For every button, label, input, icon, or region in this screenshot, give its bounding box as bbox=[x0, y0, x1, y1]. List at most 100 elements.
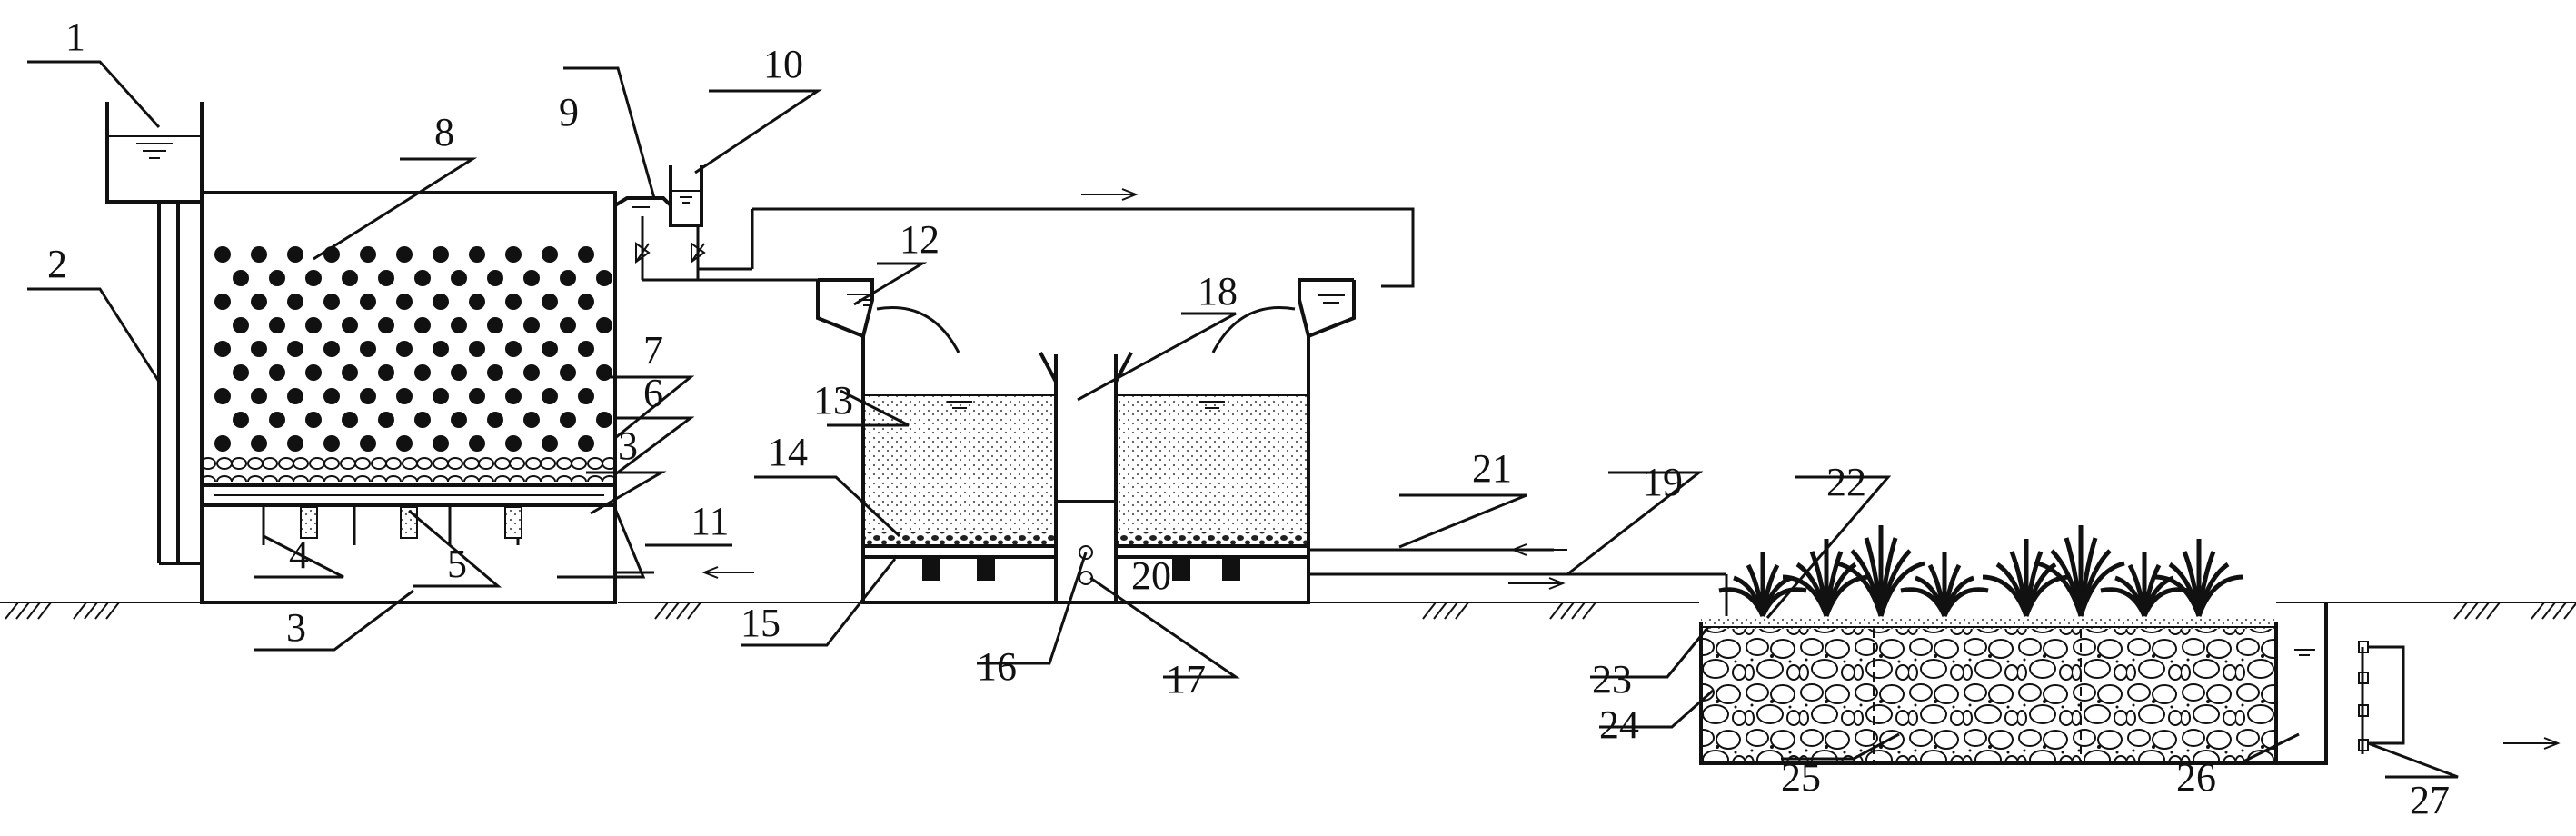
media-ball bbox=[433, 388, 449, 404]
return-pipe bbox=[752, 188, 1415, 288]
media-ball bbox=[560, 412, 576, 428]
media-ball bbox=[433, 341, 449, 357]
media-ball bbox=[596, 412, 612, 428]
media-ball bbox=[305, 270, 322, 286]
media-ball bbox=[487, 270, 503, 286]
label-16: 16 bbox=[977, 644, 1017, 689]
label-2: 2 bbox=[47, 242, 67, 286]
media-ball bbox=[360, 341, 376, 357]
media-ball bbox=[269, 412, 285, 428]
media-ball bbox=[378, 270, 394, 286]
media-ball bbox=[396, 341, 413, 357]
media-ball bbox=[487, 412, 503, 428]
plant bbox=[2154, 538, 2243, 617]
label-11: 11 bbox=[691, 499, 729, 543]
plant bbox=[1900, 552, 1989, 618]
wetland-bed bbox=[1699, 616, 2278, 765]
media-ball bbox=[396, 294, 413, 310]
feed-pipe bbox=[157, 202, 202, 565]
media-ball bbox=[287, 294, 303, 310]
media-ball bbox=[560, 317, 576, 333]
media-ball bbox=[342, 412, 358, 428]
media-ball bbox=[396, 388, 413, 404]
media-ball bbox=[414, 317, 431, 333]
media-ball bbox=[342, 364, 358, 381]
media-ball bbox=[578, 435, 594, 452]
media-ball bbox=[505, 246, 522, 263]
media-ball bbox=[560, 364, 576, 381]
media-ball bbox=[323, 435, 340, 452]
media-ball bbox=[542, 246, 558, 263]
media-ball bbox=[396, 435, 413, 452]
media-ball bbox=[451, 317, 467, 333]
label-12: 12 bbox=[900, 217, 940, 262]
label-10: 10 bbox=[763, 42, 803, 86]
nozzle-cap bbox=[977, 557, 995, 581]
media-ball bbox=[233, 412, 249, 428]
media-ball bbox=[578, 388, 594, 404]
leader-lines bbox=[27, 60, 2459, 779]
label-27: 27 bbox=[2410, 778, 2450, 822]
media-ball bbox=[451, 364, 467, 381]
label-15: 15 bbox=[741, 601, 781, 645]
media-ball bbox=[578, 341, 594, 357]
media-ball bbox=[596, 364, 612, 381]
media-ball bbox=[396, 246, 413, 263]
media-ball bbox=[305, 364, 322, 381]
media-ball bbox=[487, 364, 503, 381]
media-ball bbox=[414, 270, 431, 286]
media-ball bbox=[251, 435, 267, 452]
media-ball bbox=[342, 317, 358, 333]
nozzle-cap bbox=[504, 506, 522, 539]
media-ball bbox=[451, 270, 467, 286]
media-ball bbox=[378, 317, 394, 333]
gravel-layer bbox=[204, 456, 613, 482]
media-ball bbox=[342, 270, 358, 286]
media-ball bbox=[523, 270, 540, 286]
plant bbox=[1836, 525, 1925, 617]
component-labels: 1 2 8 9 10 7 6 3 4 5 11 3 12 13 14 15 16… bbox=[47, 15, 2450, 822]
media-ball bbox=[578, 294, 594, 310]
nozzle-cap bbox=[1172, 557, 1190, 581]
media-ball bbox=[542, 435, 558, 452]
filter-media bbox=[214, 246, 612, 452]
inlet-pipe bbox=[615, 566, 754, 579]
label-4: 4 bbox=[289, 532, 309, 577]
media-ball bbox=[378, 412, 394, 428]
nozzle-cap bbox=[300, 506, 318, 539]
label-17: 17 bbox=[1166, 657, 1206, 702]
media-ball bbox=[505, 341, 522, 357]
media-ball bbox=[578, 246, 594, 263]
label-8: 8 bbox=[434, 110, 454, 154]
wetland-plants bbox=[1718, 525, 2243, 618]
media-ball bbox=[233, 364, 249, 381]
media-ball bbox=[214, 341, 231, 357]
media-ball bbox=[414, 364, 431, 381]
media-ball bbox=[451, 412, 467, 428]
media-ball bbox=[214, 294, 231, 310]
media-ball bbox=[469, 341, 485, 357]
media-ball bbox=[251, 246, 267, 263]
media-ball bbox=[233, 270, 249, 286]
media-ball bbox=[360, 435, 376, 452]
media-ball bbox=[542, 388, 558, 404]
media-ball bbox=[269, 317, 285, 333]
label-21: 21 bbox=[1472, 446, 1512, 491]
settling-nozzles bbox=[922, 557, 1240, 581]
dosing-tank bbox=[613, 165, 818, 282]
media-ball bbox=[287, 435, 303, 452]
plant bbox=[1718, 552, 1807, 618]
media-ball bbox=[214, 388, 231, 404]
media-ball bbox=[214, 246, 231, 263]
media-ball bbox=[214, 435, 231, 452]
plant bbox=[1982, 539, 2071, 617]
plant bbox=[2036, 525, 2125, 617]
media-ball bbox=[560, 270, 576, 286]
media-ball bbox=[323, 388, 340, 404]
media-ball bbox=[523, 317, 540, 333]
label-6: 6 bbox=[643, 371, 663, 415]
label-14: 14 bbox=[768, 430, 808, 474]
ground-hatch-marks bbox=[5, 602, 2576, 620]
media-ball bbox=[360, 294, 376, 310]
